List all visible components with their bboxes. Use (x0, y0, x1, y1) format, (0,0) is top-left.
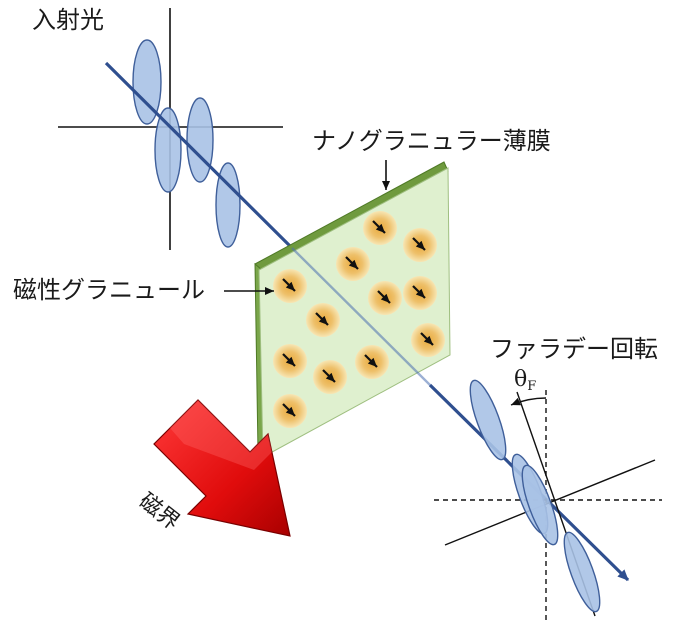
magnetization-arrow (412, 285, 426, 299)
theta-f-label: θF (514, 367, 536, 394)
theta-subscript: F (527, 379, 537, 394)
magnetization-arrow (345, 256, 359, 270)
magnetization-arrow (372, 220, 386, 234)
film-face (258, 167, 451, 458)
magnetization-arrow (315, 312, 329, 326)
magnetization-arrow (377, 290, 391, 304)
magnetic-granule (273, 394, 307, 428)
rotation-angle-arc (510, 397, 547, 406)
magnetization-arrow (282, 353, 296, 367)
magnetization-arrow (412, 237, 426, 251)
incident-wave (132, 39, 241, 248)
magnetic-granule (306, 303, 340, 337)
magnetic-granule (368, 281, 402, 315)
magnetic-granule (363, 211, 397, 245)
light-beam-inside (291, 247, 431, 386)
magnetic-granule (273, 344, 307, 378)
magnetization-arrow (364, 354, 378, 368)
nanogranular-film (254, 161, 451, 458)
magnetic-granule-label: 磁性グラニュール (13, 276, 205, 304)
magnetization-arrow (282, 278, 296, 292)
magnetic-granule (313, 360, 347, 394)
output-wave (469, 379, 601, 613)
magnetic-granule (411, 323, 445, 357)
granule-group (273, 211, 445, 428)
magnetic-field-arrow (153, 399, 291, 537)
magnetization-arrow (322, 369, 336, 383)
magnetic-granule (273, 269, 307, 303)
magnetic-granule (403, 228, 437, 262)
magnetization-arrow (420, 332, 434, 346)
light-beam (104, 61, 294, 250)
thin-film-label: ナノグラニュラー薄膜 (312, 127, 551, 155)
magnetization-arrow (282, 403, 296, 417)
magnetic-granule (355, 345, 389, 379)
magnetic-granule (403, 276, 437, 310)
magnetic-granule (336, 247, 370, 281)
theta-symbol: θ (514, 367, 528, 392)
faraday-rotation-label: ファラデー回転 (490, 335, 658, 363)
incident-light-label: 入射光 (32, 6, 104, 34)
